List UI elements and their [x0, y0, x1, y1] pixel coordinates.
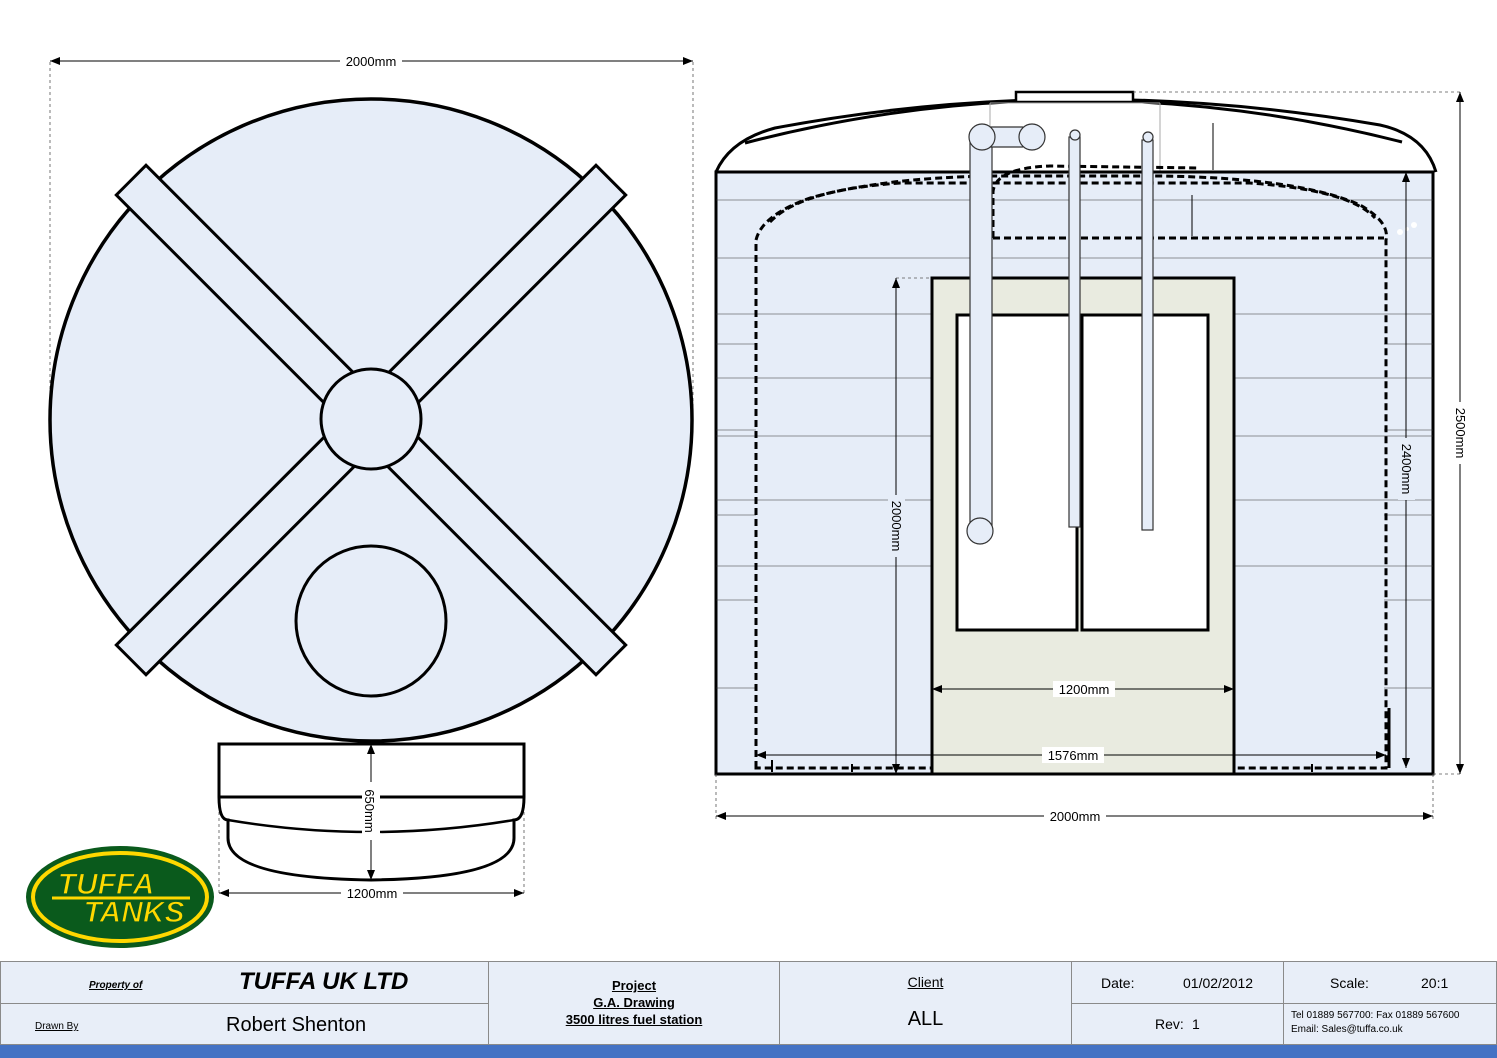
- contact-phone-fax: Tel 01889 567700: Fax 01889 567600: [1291, 1010, 1460, 1021]
- pipe-vent: [1068, 136, 1081, 528]
- elevation-view: 2500mm 2400mm 2000mm 1200mm 1576mm 2000m…: [714, 90, 1469, 824]
- centre-hub: [319, 367, 423, 471]
- project-line1: G.A. Drawing: [593, 995, 675, 1010]
- contact-email: Email: Sales@tuffa.co.uk: [1291, 1024, 1403, 1035]
- client-label: Client: [907, 974, 944, 990]
- footer-bar: [0, 1045, 1497, 1058]
- drawn-by-name: Robert Shenton: [226, 1014, 367, 1036]
- tuffa-tanks-logo: TUFFA TANKS: [26, 846, 214, 948]
- plan-width-label: 2000mm: [346, 54, 397, 69]
- scale-cell: Scale: 20:1: [1283, 961, 1497, 1004]
- logo-line2: TANKS: [83, 896, 184, 929]
- total-height-label: 2500mm: [1453, 408, 1468, 459]
- client-cell: Client ALL: [779, 961, 1072, 1045]
- pipe-outlet: [969, 139, 993, 533]
- lid-width-label: 1200mm: [347, 886, 398, 901]
- scale-value: 20:1: [1421, 975, 1449, 991]
- contact-cell: Tel 01889 567700: Fax 01889 567600 Email…: [1283, 1003, 1497, 1045]
- rev-label: Rev:: [1155, 1016, 1184, 1032]
- property-of-cell: Property of TUFFA UK LTD: [0, 961, 489, 1004]
- pipe-fill: [1141, 139, 1154, 531]
- rev-value: 1: [1192, 1016, 1200, 1032]
- title-block: Property of TUFFA UK LTD Drawn By Robert…: [0, 961, 1497, 1045]
- date-label: Date:: [1101, 975, 1135, 991]
- client-value: ALL: [907, 1008, 944, 1030]
- drawn-by-cell: Drawn By Robert Shenton: [0, 1003, 489, 1045]
- project-line2: 3500 litres fuel station: [565, 1012, 703, 1027]
- company-name: TUFFA UK LTD: [239, 968, 409, 995]
- lid-height-label: 650mm: [362, 789, 377, 832]
- logo-line1: TUFFA: [58, 868, 155, 901]
- elevation-width-label: 2000mm: [1050, 809, 1101, 824]
- manway-circle: [294, 544, 448, 698]
- plan-view: 2000mm: [48, 53, 694, 743]
- lid-view: 650mm 1200mm: [217, 742, 526, 901]
- door-width-label: 1200mm: [1059, 682, 1110, 697]
- rev-cell: Rev: 1: [1071, 1003, 1284, 1045]
- dome-cap: [1014, 90, 1135, 104]
- door-height-label: 2000mm: [889, 501, 904, 552]
- inner-height-label: 2400mm: [1399, 444, 1414, 495]
- project-cell: Project G.A. Drawing 3500 litres fuel st…: [488, 961, 780, 1045]
- scale-label: Scale:: [1330, 975, 1369, 991]
- date-cell: Date: 01/02/2012: [1071, 961, 1284, 1004]
- date-value: 01/02/2012: [1183, 975, 1254, 991]
- project-label: Project: [611, 978, 657, 993]
- inner-width-label: 1576mm: [1048, 748, 1099, 763]
- drawn-by-label: Drawn By: [35, 1021, 79, 1032]
- ga-drawing: 2000mm 650mm 1200mm: [26, 53, 1469, 948]
- property-of-label: Property of: [89, 980, 143, 991]
